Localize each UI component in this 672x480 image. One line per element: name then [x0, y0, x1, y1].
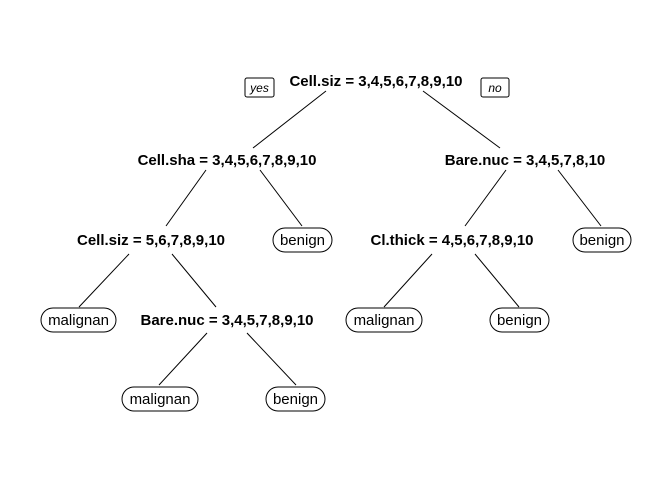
leaf-label: benign: [497, 312, 542, 329]
edge-cl-thick-to-benign-leaf: [474, 253, 520, 308]
split-label-bare-nuc-left: Bare.nuc = 3,4,5,7,8,9,10: [140, 312, 313, 329]
split-label-cl-thick: Cl.thick = 4,5,6,7,8,9,10: [370, 232, 533, 249]
root-split-label: Cell.siz = 3,4,5,6,7,8,9,10: [289, 73, 462, 90]
leaf-malignan-3: malignan: [121, 386, 199, 412]
leaf-label: malignan: [48, 312, 109, 329]
edge-cell-sha-to-cell-siz: [165, 169, 207, 227]
leaf-label: benign: [280, 232, 325, 249]
leaf-benign-3: benign: [489, 307, 550, 333]
edge-root-to-cell-sha: [252, 90, 327, 149]
edge-bare-nuc-to-malignan-leaf: [158, 332, 208, 386]
edge-root-to-bare-nuc: [422, 90, 501, 149]
leaf-benign-1: benign: [272, 227, 333, 253]
leaf-benign-2: benign: [572, 227, 632, 253]
leaf-label: malignan: [354, 312, 415, 329]
branch-label-yes-text: yes: [249, 81, 269, 95]
tree-edges: [78, 90, 602, 386]
branch-label-no: no: [480, 77, 510, 98]
split-label-cell-siz: Cell.siz = 5,6,7,8,9,10: [77, 232, 225, 249]
leaf-label: benign: [579, 232, 624, 249]
edge-cell-siz-to-bare-nuc: [171, 253, 217, 308]
split-label-cell-sha: Cell.sha = 3,4,5,6,7,8,9,10: [138, 152, 317, 169]
edge-cl-thick-to-malignan-leaf: [383, 253, 433, 308]
edge-bare-nuc-to-benign-leaf-2: [246, 332, 297, 386]
leaf-malignan-1: malignan: [40, 307, 117, 333]
edge-bare-nuc-to-benign-leaf: [557, 169, 602, 227]
split-label-bare-nuc-right: Bare.nuc = 3,4,5,7,8,10: [445, 152, 606, 169]
branch-label-no-text: no: [488, 81, 502, 95]
edge-bare-nuc-to-cl-thick: [464, 169, 507, 227]
leaf-benign-4: benign: [265, 386, 326, 412]
edge-cell-siz-to-malignan-leaf: [78, 253, 130, 308]
branch-label-yes: yes: [244, 77, 275, 98]
edge-cell-sha-to-benign-leaf: [259, 169, 303, 227]
leaf-label: benign: [273, 391, 318, 408]
leaf-label: malignan: [130, 391, 191, 408]
leaf-malignan-2: malignan: [345, 307, 423, 333]
